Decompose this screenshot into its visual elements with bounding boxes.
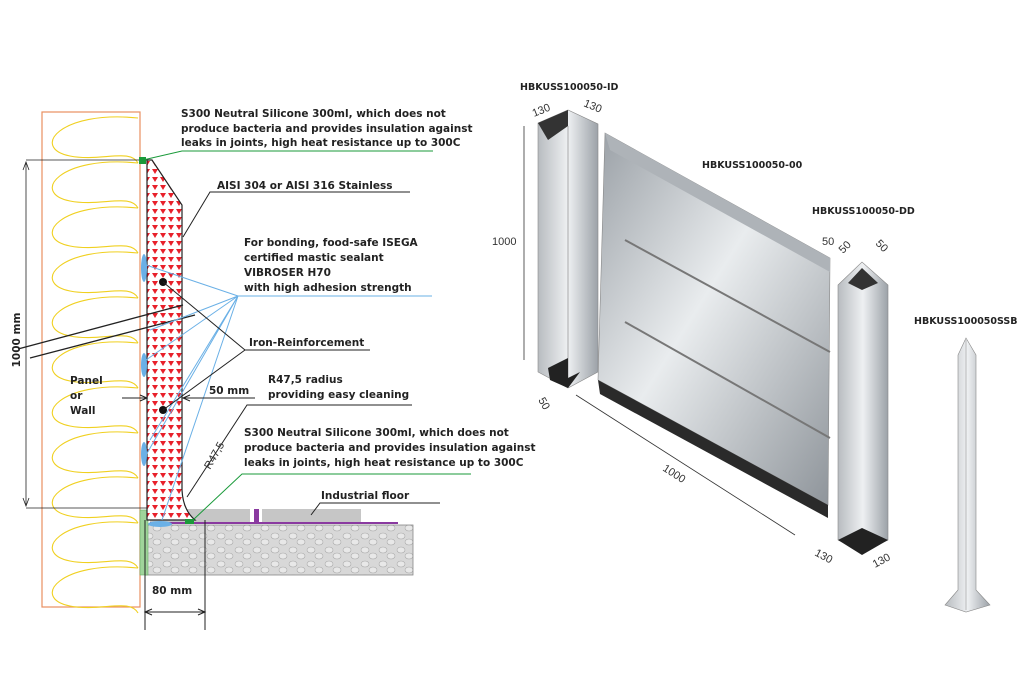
silicone-top-line2: produce bacteria and provides insulation…	[181, 123, 473, 135]
industrial-floor	[139, 509, 414, 576]
silicone-top-bead	[139, 157, 146, 164]
radius-line2: providing easy cleaning	[268, 389, 409, 401]
iron-label: Iron-Reinforcement	[249, 337, 364, 349]
silicone-top-line1: S300 Neutral Silicone 300ml, which does …	[181, 108, 446, 120]
silicone-bottom-line1: S300 Neutral Silicone 300ml, which does …	[244, 427, 509, 439]
insulation-loop	[51, 476, 139, 524]
panel-line2: or	[70, 390, 83, 402]
product-ssb-code: HBKUSS100050SSB	[914, 316, 1018, 327]
dd-dim-e: 130	[871, 551, 893, 570]
insulation-loop	[51, 296, 139, 344]
skirting-section	[146, 159, 197, 521]
panel-line1: Panel	[70, 375, 103, 387]
id-dim-depth: 50	[535, 396, 552, 413]
silicone-top-line3: leaks in joints, high heat resistance up…	[181, 137, 461, 149]
sealant-line1: For bonding, food-safe ISEGA	[244, 237, 419, 249]
id-dim-height: 1000	[492, 236, 516, 248]
id-dim-width-b: 130	[582, 98, 604, 116]
product-panel-code: HBKUSS100050-00	[702, 160, 803, 171]
insulation-loop	[51, 161, 139, 209]
insulation-loop	[51, 386, 139, 434]
product-dd-outer-corner	[837, 261, 889, 555]
dd-dim-a: 50	[822, 236, 834, 248]
insulation-loop	[51, 251, 139, 299]
stainless-label: AISI 304 or AISI 316 Stainless	[217, 180, 392, 192]
depth-80-label: 80 mm	[152, 585, 192, 597]
product-ssb-post	[944, 337, 991, 613]
height-label: 1000 mm	[11, 313, 23, 368]
product-id-code: HBKUSS100050-ID	[520, 82, 618, 93]
sealant-line3: VIBROSER H70	[244, 267, 331, 279]
dd-dim-d: 130	[813, 547, 835, 566]
silicone-bottom-line3: leaks in joints, high heat resistance up…	[244, 457, 524, 469]
silicone-bottom-bead	[185, 519, 194, 524]
id-dim-width-a: 130	[531, 102, 553, 120]
insulation-wall	[41, 111, 141, 614]
width-50-label: 50 mm	[209, 385, 249, 397]
anchor-bar	[17, 304, 196, 359]
insulation-loop	[51, 566, 139, 614]
insulation-loop	[51, 341, 139, 389]
height-dimension	[22, 159, 147, 509]
radius-mark: R47,5	[202, 440, 227, 471]
insulation-loop	[51, 206, 139, 254]
silicone-bottom-line2: produce bacteria and provides insulation…	[244, 442, 536, 454]
insulation-loop	[51, 431, 139, 479]
floor-label: Industrial floor	[321, 490, 410, 502]
panel-line3: Wall	[70, 405, 96, 417]
leader-lines	[122, 150, 471, 630]
sealant-line4: with high adhesion strength	[244, 282, 412, 294]
panel-length-dim-line	[575, 394, 796, 536]
insulation-loop	[51, 116, 139, 164]
sealant-dots	[141, 254, 172, 527]
radius-line1: R47,5 radius	[268, 374, 343, 386]
insulation-loop	[51, 521, 139, 569]
product-panel	[597, 132, 831, 518]
panel-dim-length: 1000	[660, 462, 687, 485]
dd-dim-c: 50	[873, 238, 890, 255]
product-id-inner-corner	[537, 109, 599, 389]
product-dd-code: HBKUSS100050-DD	[812, 206, 915, 217]
dd-dim-b: 50	[837, 239, 854, 256]
sealant-line2: certified mastic sealant	[244, 252, 384, 264]
